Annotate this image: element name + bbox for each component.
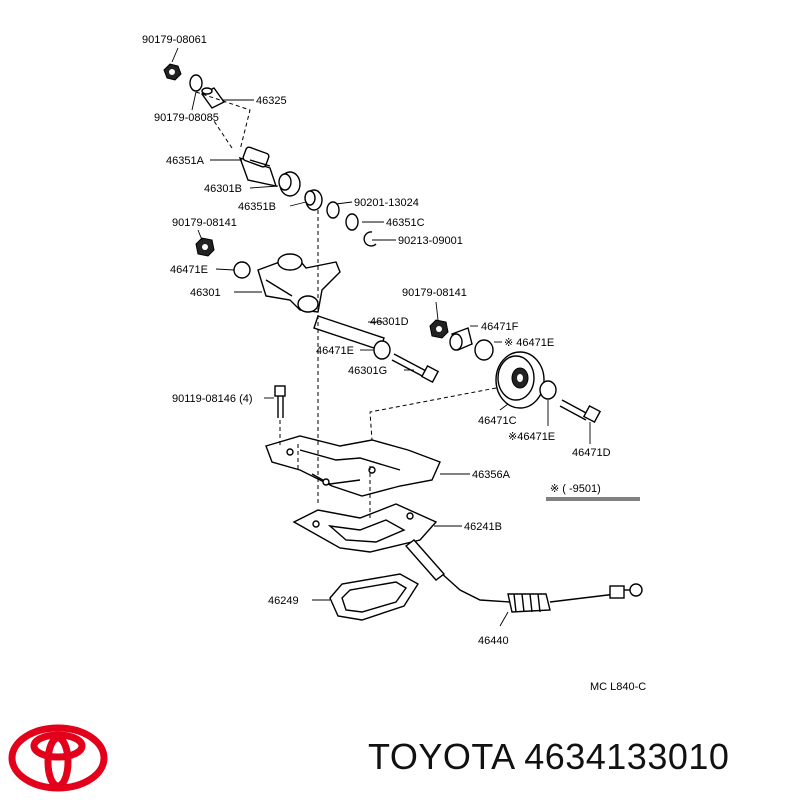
clip-90213-09001 xyxy=(363,231,377,247)
bushing-46471E-center xyxy=(373,340,391,360)
label-46471F: 46471F xyxy=(481,321,519,333)
label-46351B: 46351B xyxy=(238,201,276,213)
washer-90179-08085 xyxy=(189,74,203,92)
label-46471E-left: 46471E xyxy=(170,264,208,276)
label-46301B: 46301B xyxy=(204,183,242,195)
nut-90179-08141-left xyxy=(195,237,215,257)
washer-46351C xyxy=(345,213,359,231)
label-46356A: 46356A xyxy=(472,469,511,481)
plate-46241B xyxy=(292,503,438,553)
pulley-46471C xyxy=(495,351,545,409)
note-range: ※ ( -9501) xyxy=(550,483,601,495)
dash-line-pulley xyxy=(369,387,497,441)
dash-line-bracket xyxy=(297,444,371,518)
label-46471E-lower-asterisk: ※46471E xyxy=(508,431,555,443)
label-90119-08146: 90119-08146 (4) xyxy=(172,393,253,405)
dash-line-top xyxy=(195,91,251,151)
label-46301G: 46301G xyxy=(348,365,387,377)
label-46471D: 46471D xyxy=(572,447,611,459)
label-90179-08141-top: 90179-08141 xyxy=(172,217,237,229)
label-46471E-asterisk: ※ 46471E xyxy=(504,337,554,349)
label-46471E-center: 46471E xyxy=(316,345,354,357)
bushing-46351B xyxy=(304,189,323,211)
bushing-46301B xyxy=(278,171,301,197)
dash-line-axis xyxy=(211,117,233,149)
label-46301D: 46301D xyxy=(370,316,409,328)
label-46249: 46249 xyxy=(268,595,299,607)
shaft-46351A xyxy=(238,146,278,187)
bolt-90119-08146 xyxy=(274,385,286,418)
logo-rings xyxy=(8,724,108,792)
label-46325: 46325 xyxy=(256,95,287,107)
label-90179-08085: 90179-08085 xyxy=(154,112,219,124)
label-90179-08141-right: 90179-08141 xyxy=(402,287,467,299)
bushing-46471E-left xyxy=(233,261,251,279)
nut-90179-08141-right xyxy=(429,319,449,339)
label-46471C: 46471C xyxy=(478,415,517,427)
toyota-logo-icon xyxy=(8,724,108,792)
bushing-46471E-lower xyxy=(539,380,557,400)
bushing-46471E-right xyxy=(474,339,494,361)
label-46351C: 46351C xyxy=(386,217,425,229)
diagram-code: MC L840-C xyxy=(590,681,646,693)
boot-46249 xyxy=(329,573,419,621)
label-46351A: 46351A xyxy=(166,155,205,167)
bushing-46325 xyxy=(200,87,226,109)
label-90213-09001: 90213-09001 xyxy=(398,235,463,247)
cable-46440 xyxy=(404,539,643,613)
bracket-46356A xyxy=(265,435,441,497)
bolt-46301G xyxy=(391,353,440,384)
label-90179-08061: 90179-08061 xyxy=(142,34,207,46)
label-46301: 46301 xyxy=(190,287,221,299)
nut-90179-08061 xyxy=(163,63,182,81)
label-90201-13024: 90201-13024 xyxy=(354,197,419,209)
label-46440: 46440 xyxy=(478,635,509,647)
washer-90201-13024 xyxy=(326,201,340,219)
lever-46301 xyxy=(257,253,341,313)
bushing-46471F xyxy=(449,327,473,351)
label-46241B: 46241B xyxy=(464,521,502,533)
bolt-46471D xyxy=(559,399,602,424)
brand-part-number: TOYOTA 4634133010 xyxy=(368,736,730,777)
